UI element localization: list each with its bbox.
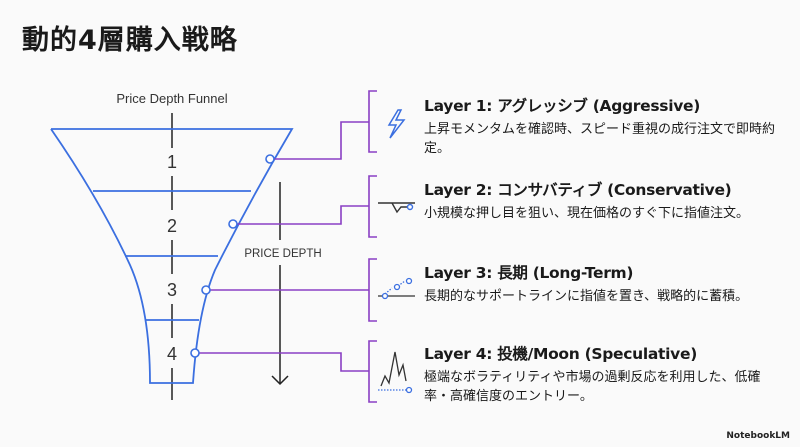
support-line-icon [378,277,415,300]
layer-4: Layer 4: 投機/Moon (Speculative) 極端なボラティリティ… [424,342,794,406]
funnel-label: Price Depth Funnel [116,91,227,106]
brand-logo: NotebookLM [726,431,790,441]
page-title: 動的4層購入戦略 [22,25,238,56]
price-depth-arrow [271,182,289,386]
layer-desc: 小規模な押し目を狙い、現在価格のすぐ下に指値注文。 [424,206,750,221]
layer-title: Layer 2: コンサバティブ (Conservative) [424,181,732,199]
price-depth-label: PRICE DEPTH [244,248,321,260]
layer-3: Layer 3: 長期 (Long-Term) 長期的なサポートラインに指値を置き… [424,261,794,306]
layer-title: Layer 3: 長期 (Long-Term) [424,264,634,282]
layer-2: Layer 2: コンサバティブ (Conservative) 小規模な押し目を狙… [424,178,794,223]
layer-title: Layer 4: 投機/Moon (Speculative) [424,345,697,363]
layer-desc: 極端なボラティリティや市場の過剰反応を利用した、低確率・高確信度のエントリー。 [424,370,761,404]
layer-title: Layer 1: アグレッシブ (Aggressive) [424,97,701,115]
level-1: 1 [167,152,177,172]
layer-desc: 上昇モメンタムを確認時、スピード重視の成行注文で即時約定。 [424,122,776,156]
level-3: 3 [167,280,177,300]
level-2: 2 [167,216,177,236]
layer-1: Layer 1: アグレッシブ (Aggressive) 上昇モメンタムを確認時、… [424,94,794,158]
layer-desc: 長期的なサポートラインに指値を置き、戦略的に蓄積。 [424,289,749,304]
funnel-shape [50,128,294,384]
lightning-icon [387,109,406,139]
volatility-icon [378,351,413,394]
level-4: 4 [167,344,177,364]
connectors [199,90,377,403]
dip-icon [378,202,415,214]
